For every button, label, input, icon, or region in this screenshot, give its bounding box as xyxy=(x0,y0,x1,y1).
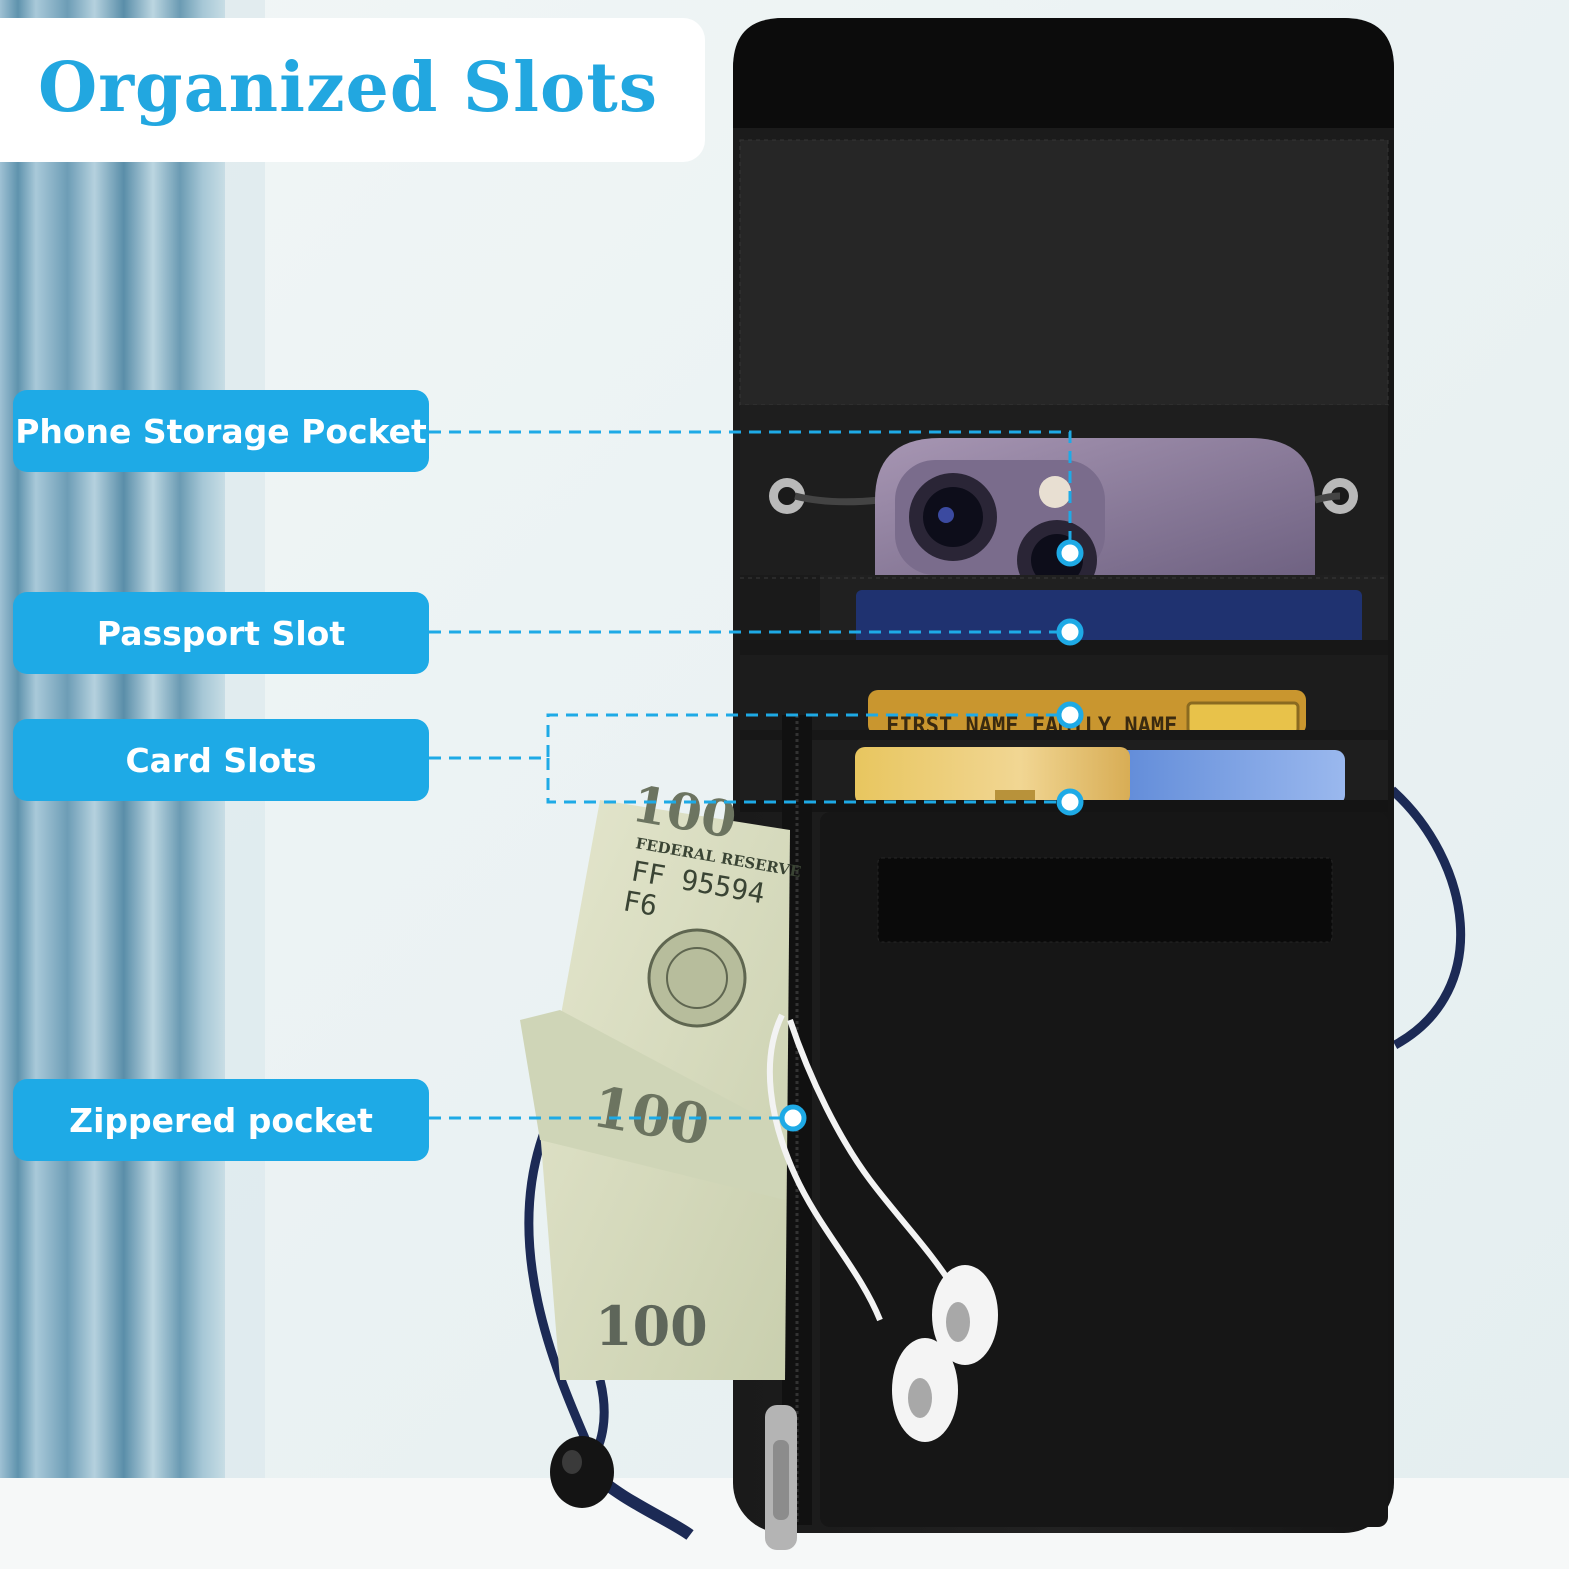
passport xyxy=(856,590,1362,652)
cord-lock xyxy=(550,1436,614,1508)
neck-cord xyxy=(1388,786,1466,1049)
lower-cord xyxy=(524,1128,595,1452)
velcro-strip xyxy=(878,858,1332,942)
anchor-card-2 xyxy=(1056,788,1084,816)
leader-phone xyxy=(429,430,1072,553)
banknote-block: F6 xyxy=(621,884,660,922)
banknote-value-lower: 100 xyxy=(595,1294,708,1358)
yellow-card xyxy=(855,747,1130,805)
anchor-phone xyxy=(1056,539,1084,567)
phone-flash xyxy=(1039,476,1071,508)
earphones xyxy=(766,1013,998,1442)
banknote: FF 95594 F6 FEDERAL RESERVE 100 100 100 xyxy=(520,774,802,1380)
velcro-flap xyxy=(733,18,1394,138)
callout-card-slots: Card Slots xyxy=(13,719,429,801)
callout-phone-storage-pocket: Phone Storage Pocket xyxy=(13,390,429,472)
leader-cards xyxy=(429,713,1070,804)
callout-zippered-pocket: Zippered pocket xyxy=(13,1079,429,1161)
blue-card xyxy=(1090,750,1345,805)
page-title: Organized Slots xyxy=(38,48,659,128)
anchor-zip xyxy=(779,1104,807,1132)
anchor-card-1 xyxy=(1056,701,1084,729)
anchor-passport xyxy=(1056,618,1084,646)
title-card: Organized Slots xyxy=(0,18,705,162)
callout-passport-slot: Passport Slot xyxy=(13,592,429,674)
